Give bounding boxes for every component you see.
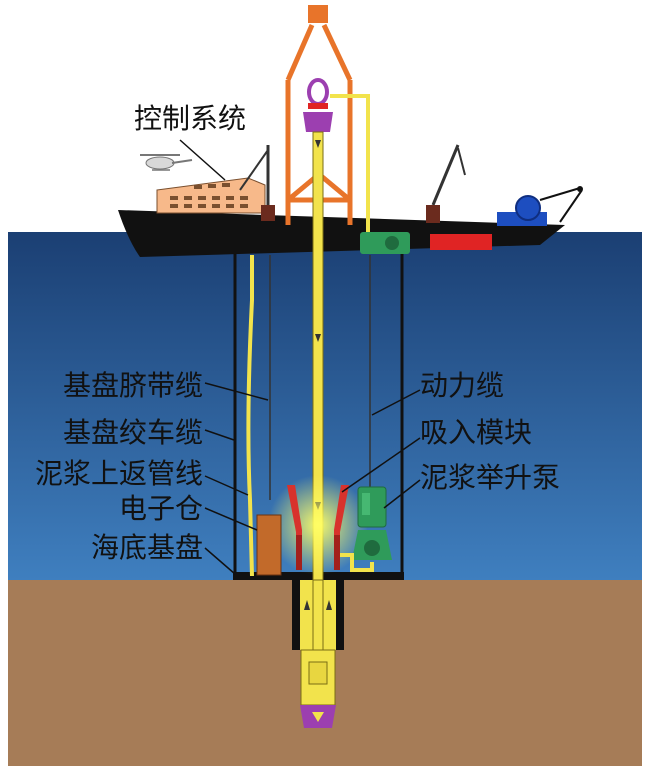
crane-icon xyxy=(426,144,466,223)
label-umbilical: 基盘脐带缆 xyxy=(63,369,203,402)
label-power-cable: 动力缆 xyxy=(420,369,504,402)
power-unit xyxy=(360,232,410,254)
label-lift-pump: 泥浆举升泵 xyxy=(420,461,560,494)
mud-lift-pump xyxy=(352,486,392,560)
mud-return-line xyxy=(246,255,254,577)
suction-module xyxy=(287,485,349,570)
label-winch-cable: 基盘绞车缆 xyxy=(63,416,203,449)
winch-icon xyxy=(497,186,583,226)
label-control-system: 控制系统 xyxy=(134,102,246,135)
red-hull-box xyxy=(430,234,492,250)
drill-bit-assembly xyxy=(300,649,336,728)
label-suction-module: 吸入模块 xyxy=(420,416,532,449)
label-seabed-base: 海底基盘 xyxy=(91,531,203,564)
label-return-line: 泥浆上返管线 xyxy=(35,457,203,490)
ship-cabin xyxy=(156,177,266,214)
casing xyxy=(292,579,344,651)
label-electronics: 电子仓 xyxy=(119,492,203,525)
surface-hose xyxy=(330,94,370,232)
leader-lines xyxy=(179,139,421,575)
top-drive xyxy=(303,78,333,132)
derrick xyxy=(285,5,353,225)
crane-icon xyxy=(239,145,275,221)
helicopter-icon xyxy=(140,154,193,171)
electronics-box xyxy=(256,514,282,576)
pump-connector xyxy=(340,553,374,572)
